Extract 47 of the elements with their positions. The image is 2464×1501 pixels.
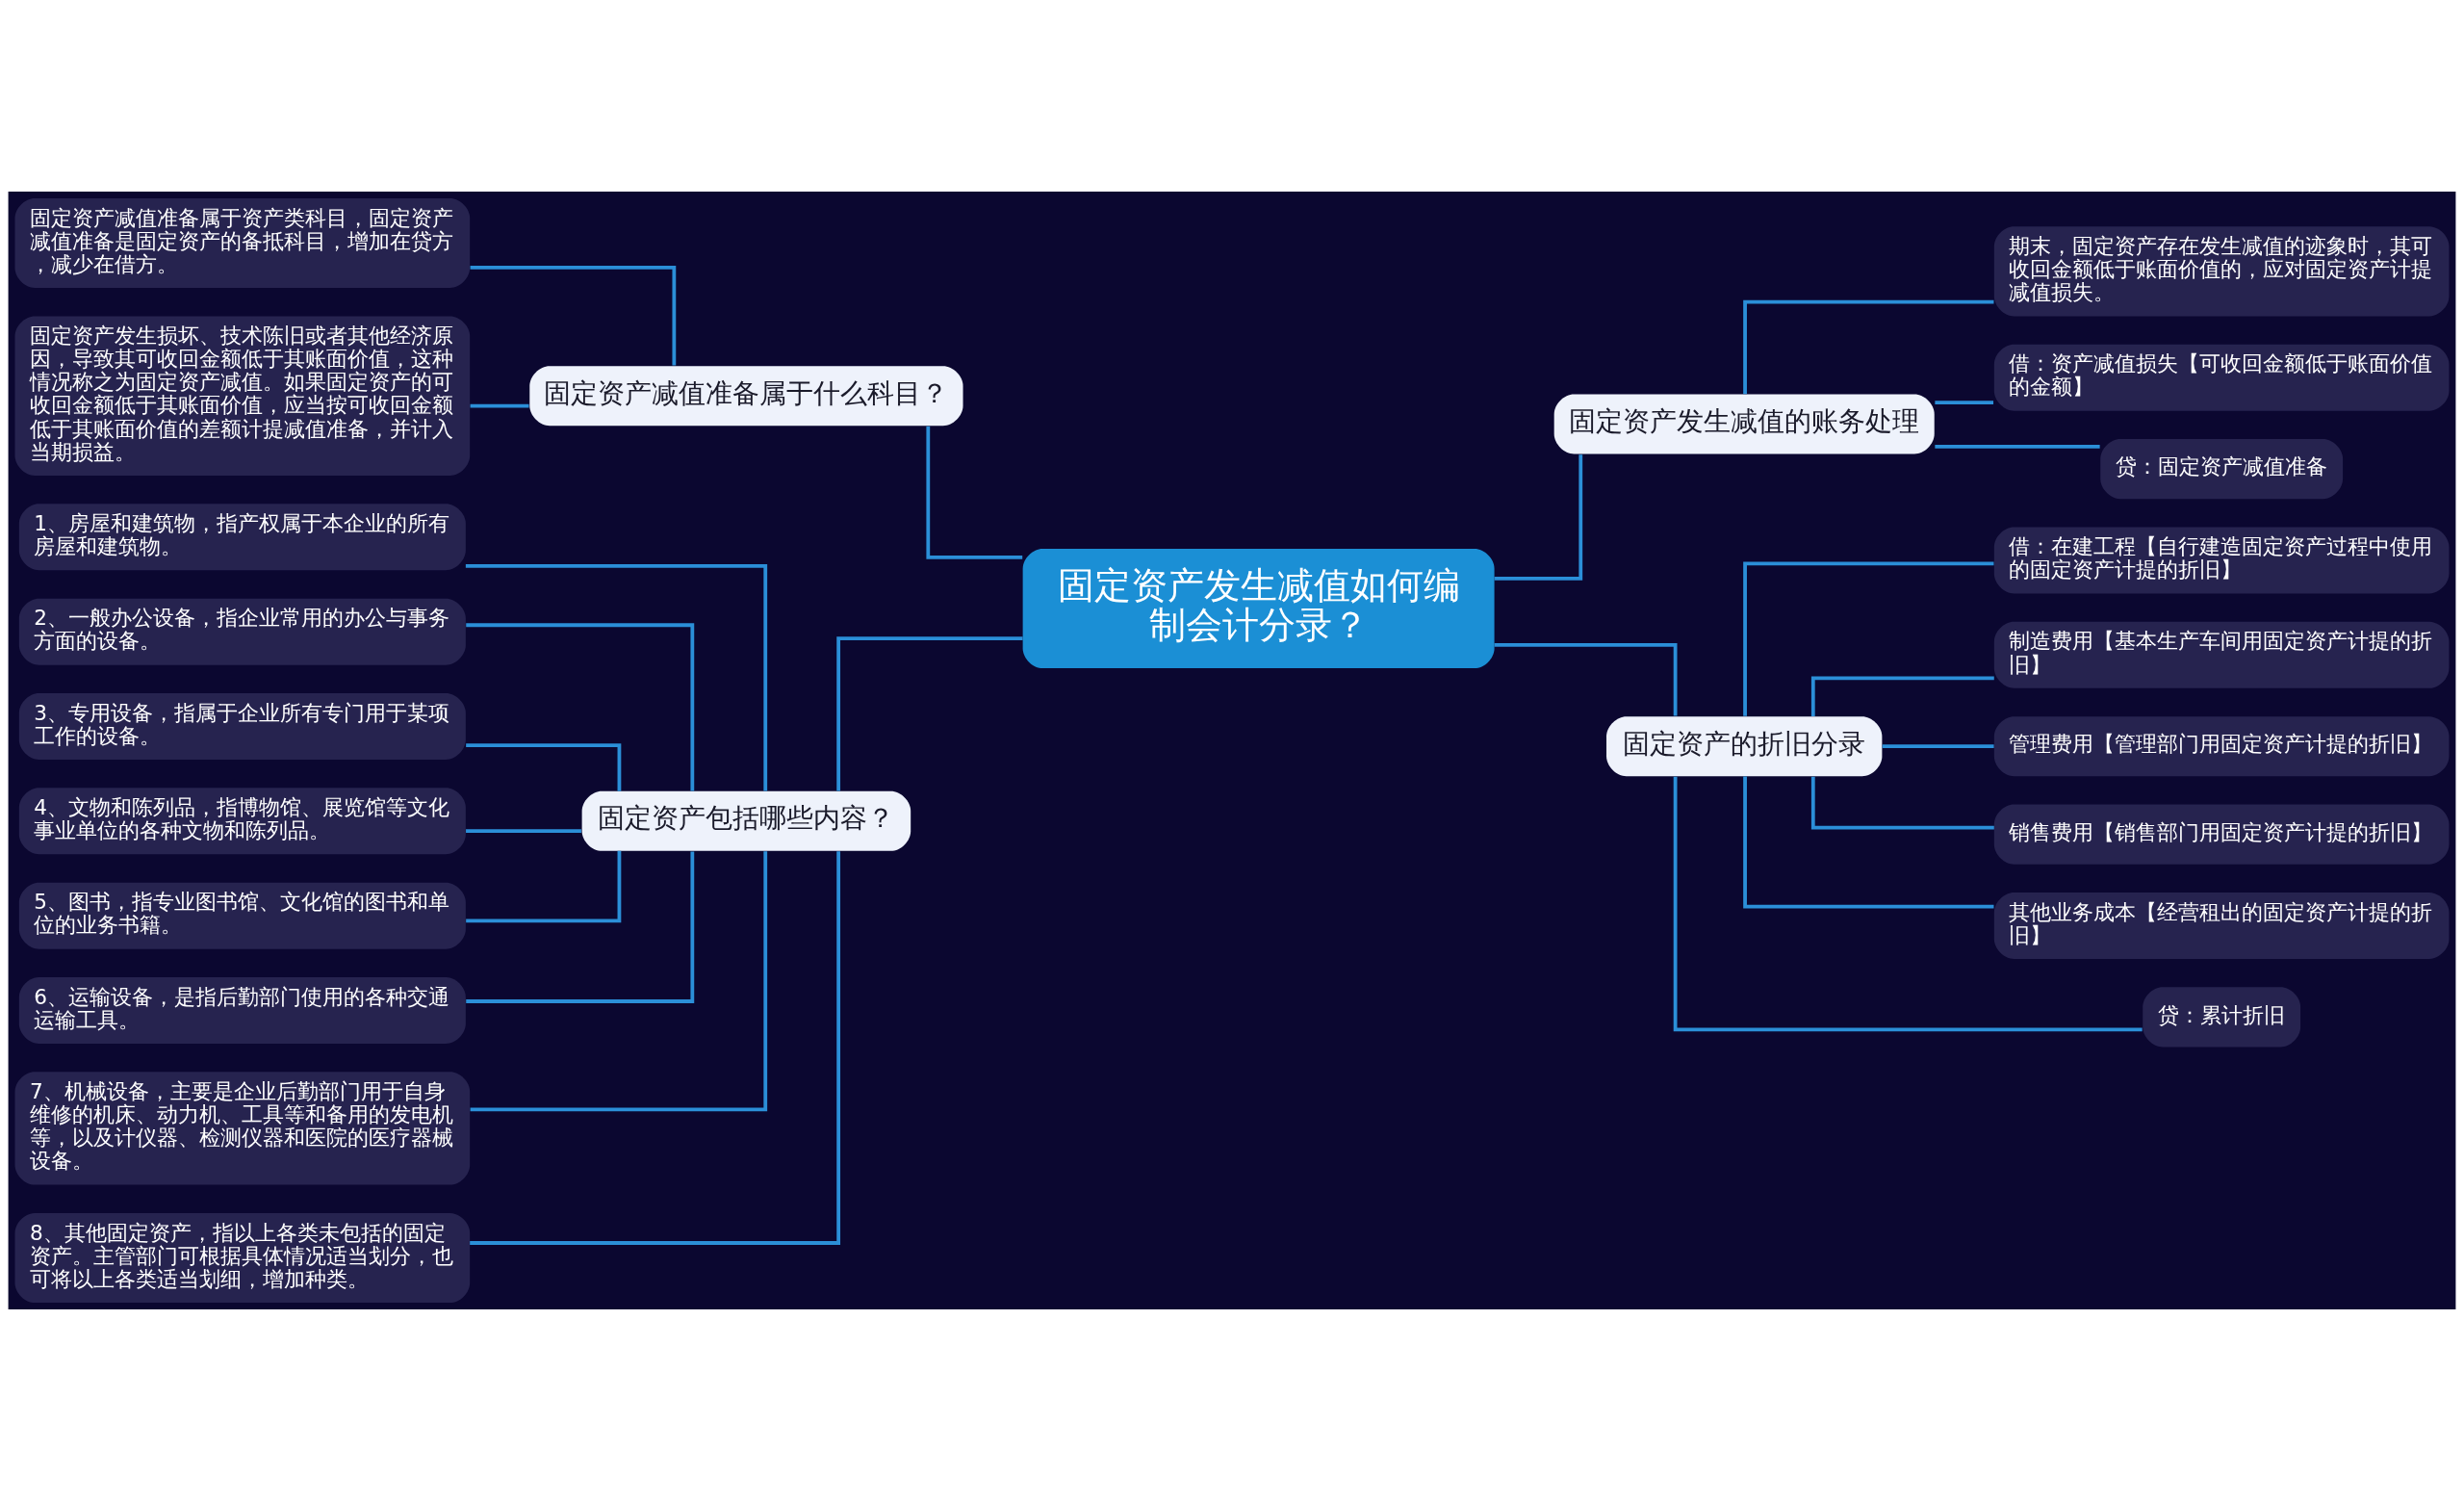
node-box: 固定资产发生损坏、技术陈旧或者其他经济原因，导致其可收回金额低于其账面价值，这种情况称之为固定资产减值。如果固定资产的可收回金额低于其账面价值，应当按可收回金额低于其账面价值的差额计提减值准备，并计入当期损益。 [14,316,471,476]
connector [466,851,695,1003]
node-box: 管理费用【管理部门用固定资产计提的折旧】 [1993,716,2450,777]
connector [1810,676,1994,716]
connector [1810,776,1994,830]
connector [466,743,622,791]
node-box: 8、其他固定资产，指以上各类未包括的固定资产。主管部门可根据具体情况适当划分，也可将以上各类适当划细，增加种类。 [14,1212,471,1304]
connector [1935,444,2100,449]
node-box: 其他业务成本【经营租出的固定资产计提的折旧】 [1993,893,2450,959]
node-box: 固定资产减值准备属于什么科目？ [529,366,963,427]
connector [926,426,1023,559]
connector [466,829,581,834]
connector [470,265,677,366]
connector [1935,401,1994,404]
node-box: 固定资产包括哪些内容？ [581,790,911,851]
node-box: 6、运输设备，是指后勤部门使用的各种交通运输工具。 [18,977,466,1044]
connector [465,563,768,791]
node-box: 贷：固定资产减值准备 [2100,439,2344,500]
node-box: 制造费用【基本生产车间用固定资产计提的折旧】 [1993,621,2450,688]
connector [1494,643,1678,716]
connector [1673,776,2143,1032]
connector [1743,561,1994,716]
node-box: 固定资产的折旧分录 [1606,716,1883,777]
node-box: 固定资产减值准备属于资产类科目，固定资产减值准备是固定资产的备抵科目，增加在贷方，减少在借方。 [14,197,471,289]
node-box: 贷：累计折旧 [2143,987,2301,1048]
connector [1743,776,1994,909]
connector [466,623,695,791]
connector [1882,744,1994,749]
connector [470,851,768,1112]
connector [470,403,529,408]
node-box: 借：资产减值损失【可收回金额低于账面价值的金额】 [1993,344,2450,411]
node-box: 2、一般办公设备，指企业常用的办公与事务方面的设备。 [18,598,466,665]
node-box: 固定资产发生减值的账务处理 [1553,394,1935,454]
connector [470,851,841,1245]
connector [1494,454,1583,581]
connector [836,636,1023,791]
node-box: 1、房屋和建筑物，指产权属于本企业的所有房屋和建筑物。 [18,504,466,571]
node-box: 固定资产发生减值如何编制会计分录？ [1022,548,1495,669]
node-box: 4、文物和陈列品，指博物馆、展览馆等文化事业单位的各种文物和陈列品。 [18,788,466,855]
connector [1743,299,1994,395]
node-box: 3、专用设备，指属于企业所有专门用于某项工作的设备。 [18,693,466,760]
connector [466,850,622,923]
node-box: 借：在建工程【自行建造固定资产过程中使用的固定资产计提的折旧】 [1993,527,2450,594]
node-box: 5、图书，指专业图书馆、文化馆的图书和单位的业务书籍。 [18,882,466,949]
node-box: 期末，固定资产存在发生减值的迹象时，其可收回金额低于账面价值的，应对固定资产计提减值损失。 [1993,226,2450,317]
node-box: 销售费用【销售部门用固定资产计提的折旧】 [1993,804,2450,865]
node-box: 7、机械设备，主要是企业后勤部门用于自身维修的机床、动力机、工具等和备用的发电机等，以及计仪器、检测仪器和医院的医疗器械设备。 [14,1072,471,1185]
